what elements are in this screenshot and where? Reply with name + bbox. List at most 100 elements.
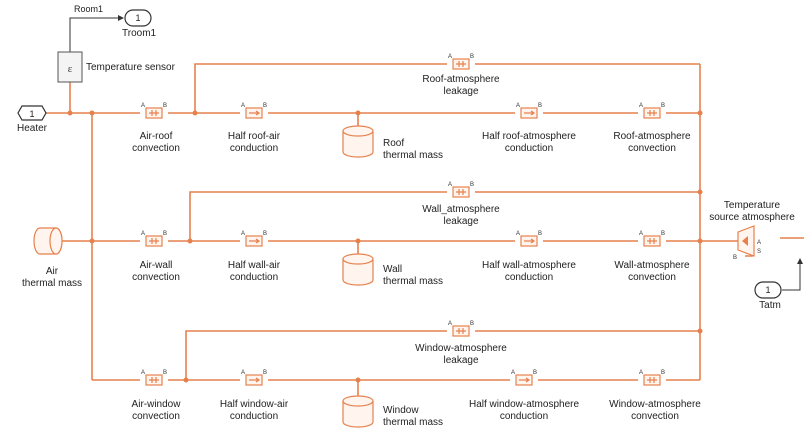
half-window-air-conduction-line2: conduction (229, 411, 279, 422)
temperature-source-block[interactable] (737, 225, 755, 257)
half-roof-air-conduction-label: Half roof-air conduction (204, 131, 304, 155)
heater-label: Heater (16, 123, 47, 134)
window-thermal-mass-block[interactable] (342, 395, 374, 428)
air-wall-convection-label: Air-wall convection (116, 260, 196, 284)
air-wall-convection-block-symbol-icon (149, 238, 159, 244)
wall-atmosphere-convection-line1: Wall-atmosphere (614, 260, 690, 271)
wall-atmosphere-convection-label: Wall-atmosphere convection (600, 260, 704, 284)
air-roof-convection-line1: Air-roof (139, 131, 173, 142)
roof-atmosphere-convection-block-port-b: B (661, 103, 665, 109)
air-thermal-mass-label: Air thermal mass (12, 266, 92, 290)
roof-thermal-mass-label: Roof thermal mass (383, 138, 443, 162)
half-window-atmosphere-conduction-block-port-a: A (511, 370, 515, 376)
window-thermal-mass-line2: thermal mass (383, 417, 444, 428)
window-thermal-mass-label: Window thermal mass (383, 405, 443, 429)
half-roof-air-conduction-line2: conduction (229, 143, 279, 154)
half-roof-air-conduction-line1: Half roof-air (227, 131, 281, 142)
half-wall-atmosphere-conduction-line2: conduction (504, 272, 554, 283)
temperature-sensor-block[interactable]: ε (57, 51, 83, 83)
wall-atmosphere-leakage-line2: leakage (443, 216, 479, 227)
half-roof-atmosphere-conduction-block-port-b: B (538, 103, 542, 109)
roof-thermal-mass-line1: Roof (383, 138, 405, 149)
half-wall-air-conduction-line2: conduction (229, 272, 279, 283)
heater-inport[interactable]: 1 (17, 105, 47, 121)
half-window-atmosphere-conduction-label: Half window-atmosphere conduction (454, 399, 594, 423)
wall-atmosphere-convection-line2: convection (628, 272, 676, 283)
half-roof-atmosphere-conduction-line1: Half roof-atmosphere (482, 131, 576, 142)
air-roof-convection-label: Air-roof convection (116, 131, 196, 155)
wall-atmosphere-leakage-block-port-b: B (470, 182, 474, 188)
window-atmosphere-leakage-block-port-b: B (470, 321, 474, 327)
roof-atmosphere-leakage-block-port-b: B (470, 54, 474, 60)
window-atmosphere-convection-label: Window-atmosphere convection (598, 399, 712, 423)
air-thermal-mass-block[interactable] (33, 227, 63, 255)
wall-atmosphere-convection-block-symbol-icon (647, 238, 657, 244)
temperature-source-port-a: A (757, 240, 761, 246)
half-window-atmosphere-conduction-line2: conduction (499, 411, 549, 422)
air-window-convection-label: Air-window convection (116, 399, 196, 423)
window-thermal-mass-line1: Window (383, 405, 419, 416)
half-window-air-conduction-line1: Half window-air (219, 399, 289, 410)
air-window-convection-block-symbol-icon (149, 377, 159, 383)
roof-atmosphere-convection-block-port-a: A (639, 103, 643, 109)
half-roof-atmosphere-conduction-label: Half roof-atmosphere conduction (464, 131, 594, 155)
troom-outport[interactable]: 1 (124, 9, 152, 27)
air-wall-convection-line2: convection (132, 272, 180, 283)
half-roof-atmosphere-conduction-line2: conduction (504, 143, 554, 154)
wall-thermal-mass-line1: Wall (383, 264, 403, 275)
temperature-source-port-b: B (733, 255, 737, 261)
half-window-atmosphere-conduction-block-port-b: B (533, 370, 537, 376)
wall-atmosphere-leakage-label: Wall_atmosphere leakage (400, 204, 522, 228)
half-wall-atmosphere-conduction-label: Half wall-atmosphere conduction (464, 260, 594, 284)
roof-atmosphere-convection-block-symbol-icon (647, 110, 657, 116)
half-wall-air-conduction-line1: Half wall-air (227, 260, 281, 271)
air-roof-convection-block-port-a: A (141, 103, 145, 109)
wall-thermal-mass-block[interactable] (342, 253, 374, 286)
temperature-source-line1: Temperature (723, 200, 781, 211)
window-atmosphere-leakage-line2: leakage (443, 355, 479, 366)
air-thermal-mass-line2: thermal mass (21, 278, 82, 289)
wall-atmosphere-convection-block-port-b: B (661, 231, 665, 237)
air-wall-convection-block-port-b: B (163, 231, 167, 237)
temperature-sensor-label: Temperature sensor (86, 62, 175, 73)
window-atmosphere-convection-line1: Window-atmosphere (609, 399, 701, 410)
air-window-convection-block-port-b: B (163, 370, 167, 376)
half-wall-air-conduction-block-symbol-icon (249, 238, 261, 244)
half-wall-air-conduction-block-port-a: A (241, 231, 245, 237)
roof-atmosphere-leakage-block-symbol-icon (456, 61, 466, 67)
roof-atmosphere-leakage-line2: leakage (443, 86, 479, 97)
roof-thermal-mass-block[interactable] (342, 125, 374, 158)
roof-atmosphere-convection-label: Roof-atmosphere convection (600, 131, 704, 155)
roof-thermal-mass-line2: thermal mass (383, 150, 444, 161)
troom-label: Troom1 (122, 28, 157, 39)
temperature-sensor-icon: ε (68, 63, 73, 75)
air-wall-convection-line1: Air-wall (139, 260, 173, 271)
half-wall-atmosphere-conduction-block-port-b: B (538, 231, 542, 237)
tatm-inport-number: 1 (765, 285, 770, 295)
air-window-convection-line1: Air-window (131, 399, 181, 410)
heater-inport-number: 1 (29, 109, 34, 119)
roof-atmosphere-leakage-label: Roof-atmosphere leakage (400, 74, 522, 98)
tatm-inport[interactable]: 1 (754, 281, 782, 299)
half-window-atmosphere-conduction-line1: Half window-atmosphere (468, 399, 580, 410)
half-wall-air-conduction-label: Half wall-air conduction (204, 260, 304, 284)
half-roof-air-conduction-block-symbol-icon (249, 110, 261, 116)
window-atmosphere-convection-block-port-b: B (661, 370, 665, 376)
